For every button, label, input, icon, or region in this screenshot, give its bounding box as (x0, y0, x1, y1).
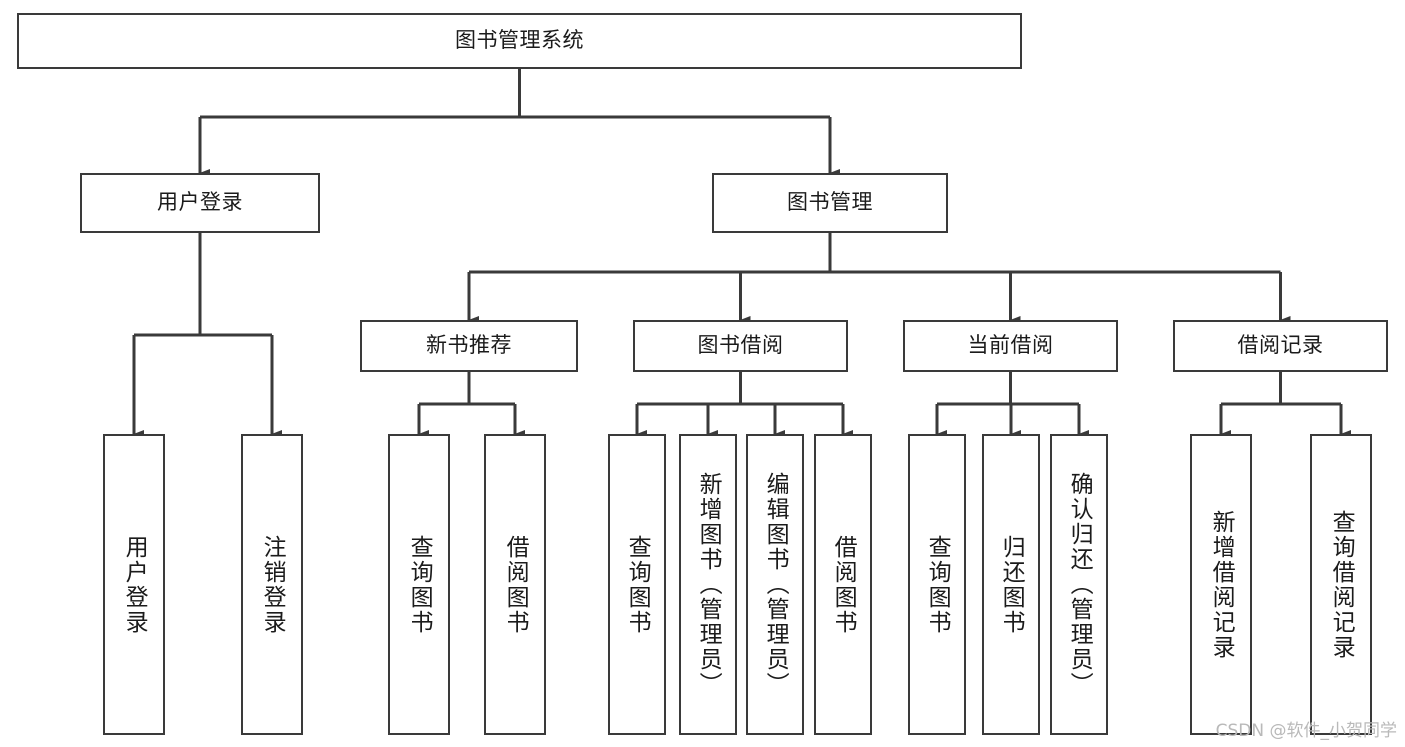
node-book-borrow[interactable]: 图书借阅 (633, 320, 848, 372)
node-label: 查询借阅记录 (1328, 509, 1355, 660)
node-label: 借阅记录 (1237, 333, 1324, 358)
edge-group (132, 69, 1352, 439)
node-label: 新增图书（管理员） (695, 472, 722, 697)
node-label: 借阅图书 (502, 534, 529, 635)
leaf-query-borrow-record[interactable]: 查询借阅记录 (1310, 434, 1372, 735)
node-new-book-recommend[interactable]: 新书推荐 (360, 320, 578, 372)
node-borrow-record[interactable]: 借阅记录 (1173, 320, 1388, 372)
node-label: 用户登录 (121, 534, 148, 635)
leaf-return-book[interactable]: 归还图书 (982, 434, 1040, 735)
node-label: 借阅图书 (830, 534, 857, 635)
node-label: 编辑图书（管理员） (762, 472, 789, 697)
node-label: 确认归还（管理员） (1066, 472, 1093, 697)
leaf-add-book-admin[interactable]: 新增图书（管理员） (679, 434, 737, 735)
leaf-add-borrow-record[interactable]: 新增借阅记录 (1190, 434, 1252, 735)
node-label: 查询图书 (924, 534, 951, 635)
leaf-query-book-borrow[interactable]: 查询图书 (608, 434, 666, 735)
node-label: 用户登录 (157, 190, 243, 215)
leaf-user-logout[interactable]: 注销登录 (241, 434, 303, 735)
leaf-query-book-current[interactable]: 查询图书 (908, 434, 966, 735)
leaf-borrow-book-recommend[interactable]: 借阅图书 (484, 434, 546, 735)
leaf-borrow-book[interactable]: 借阅图书 (814, 434, 872, 735)
node-label: 查询图书 (624, 534, 651, 635)
watermark: CSDN @软件_小贺同学 (1215, 721, 1397, 741)
node-label: 新书推荐 (426, 333, 512, 358)
leaf-confirm-return-admin[interactable]: 确认归还（管理员） (1050, 434, 1108, 735)
leaf-edit-book-admin[interactable]: 编辑图书（管理员） (746, 434, 804, 735)
node-label: 新增借阅记录 (1208, 509, 1235, 660)
node-current-borrow[interactable]: 当前借阅 (903, 320, 1118, 372)
node-label: 图书借阅 (697, 333, 784, 358)
node-label: 图书管理系统 (455, 28, 584, 53)
node-book-management[interactable]: 图书管理 (712, 173, 948, 233)
node-label: 当前借阅 (967, 333, 1054, 358)
node-label: 查询图书 (406, 534, 433, 635)
node-label: 图书管理 (787, 190, 873, 215)
node-label: 注销登录 (259, 534, 286, 635)
node-root-system[interactable]: 图书管理系统 (17, 13, 1022, 69)
leaf-query-book-recommend[interactable]: 查询图书 (388, 434, 450, 735)
leaf-user-login[interactable]: 用户登录 (103, 434, 165, 735)
node-label: 归还图书 (998, 534, 1025, 635)
node-user-login[interactable]: 用户登录 (80, 173, 320, 233)
